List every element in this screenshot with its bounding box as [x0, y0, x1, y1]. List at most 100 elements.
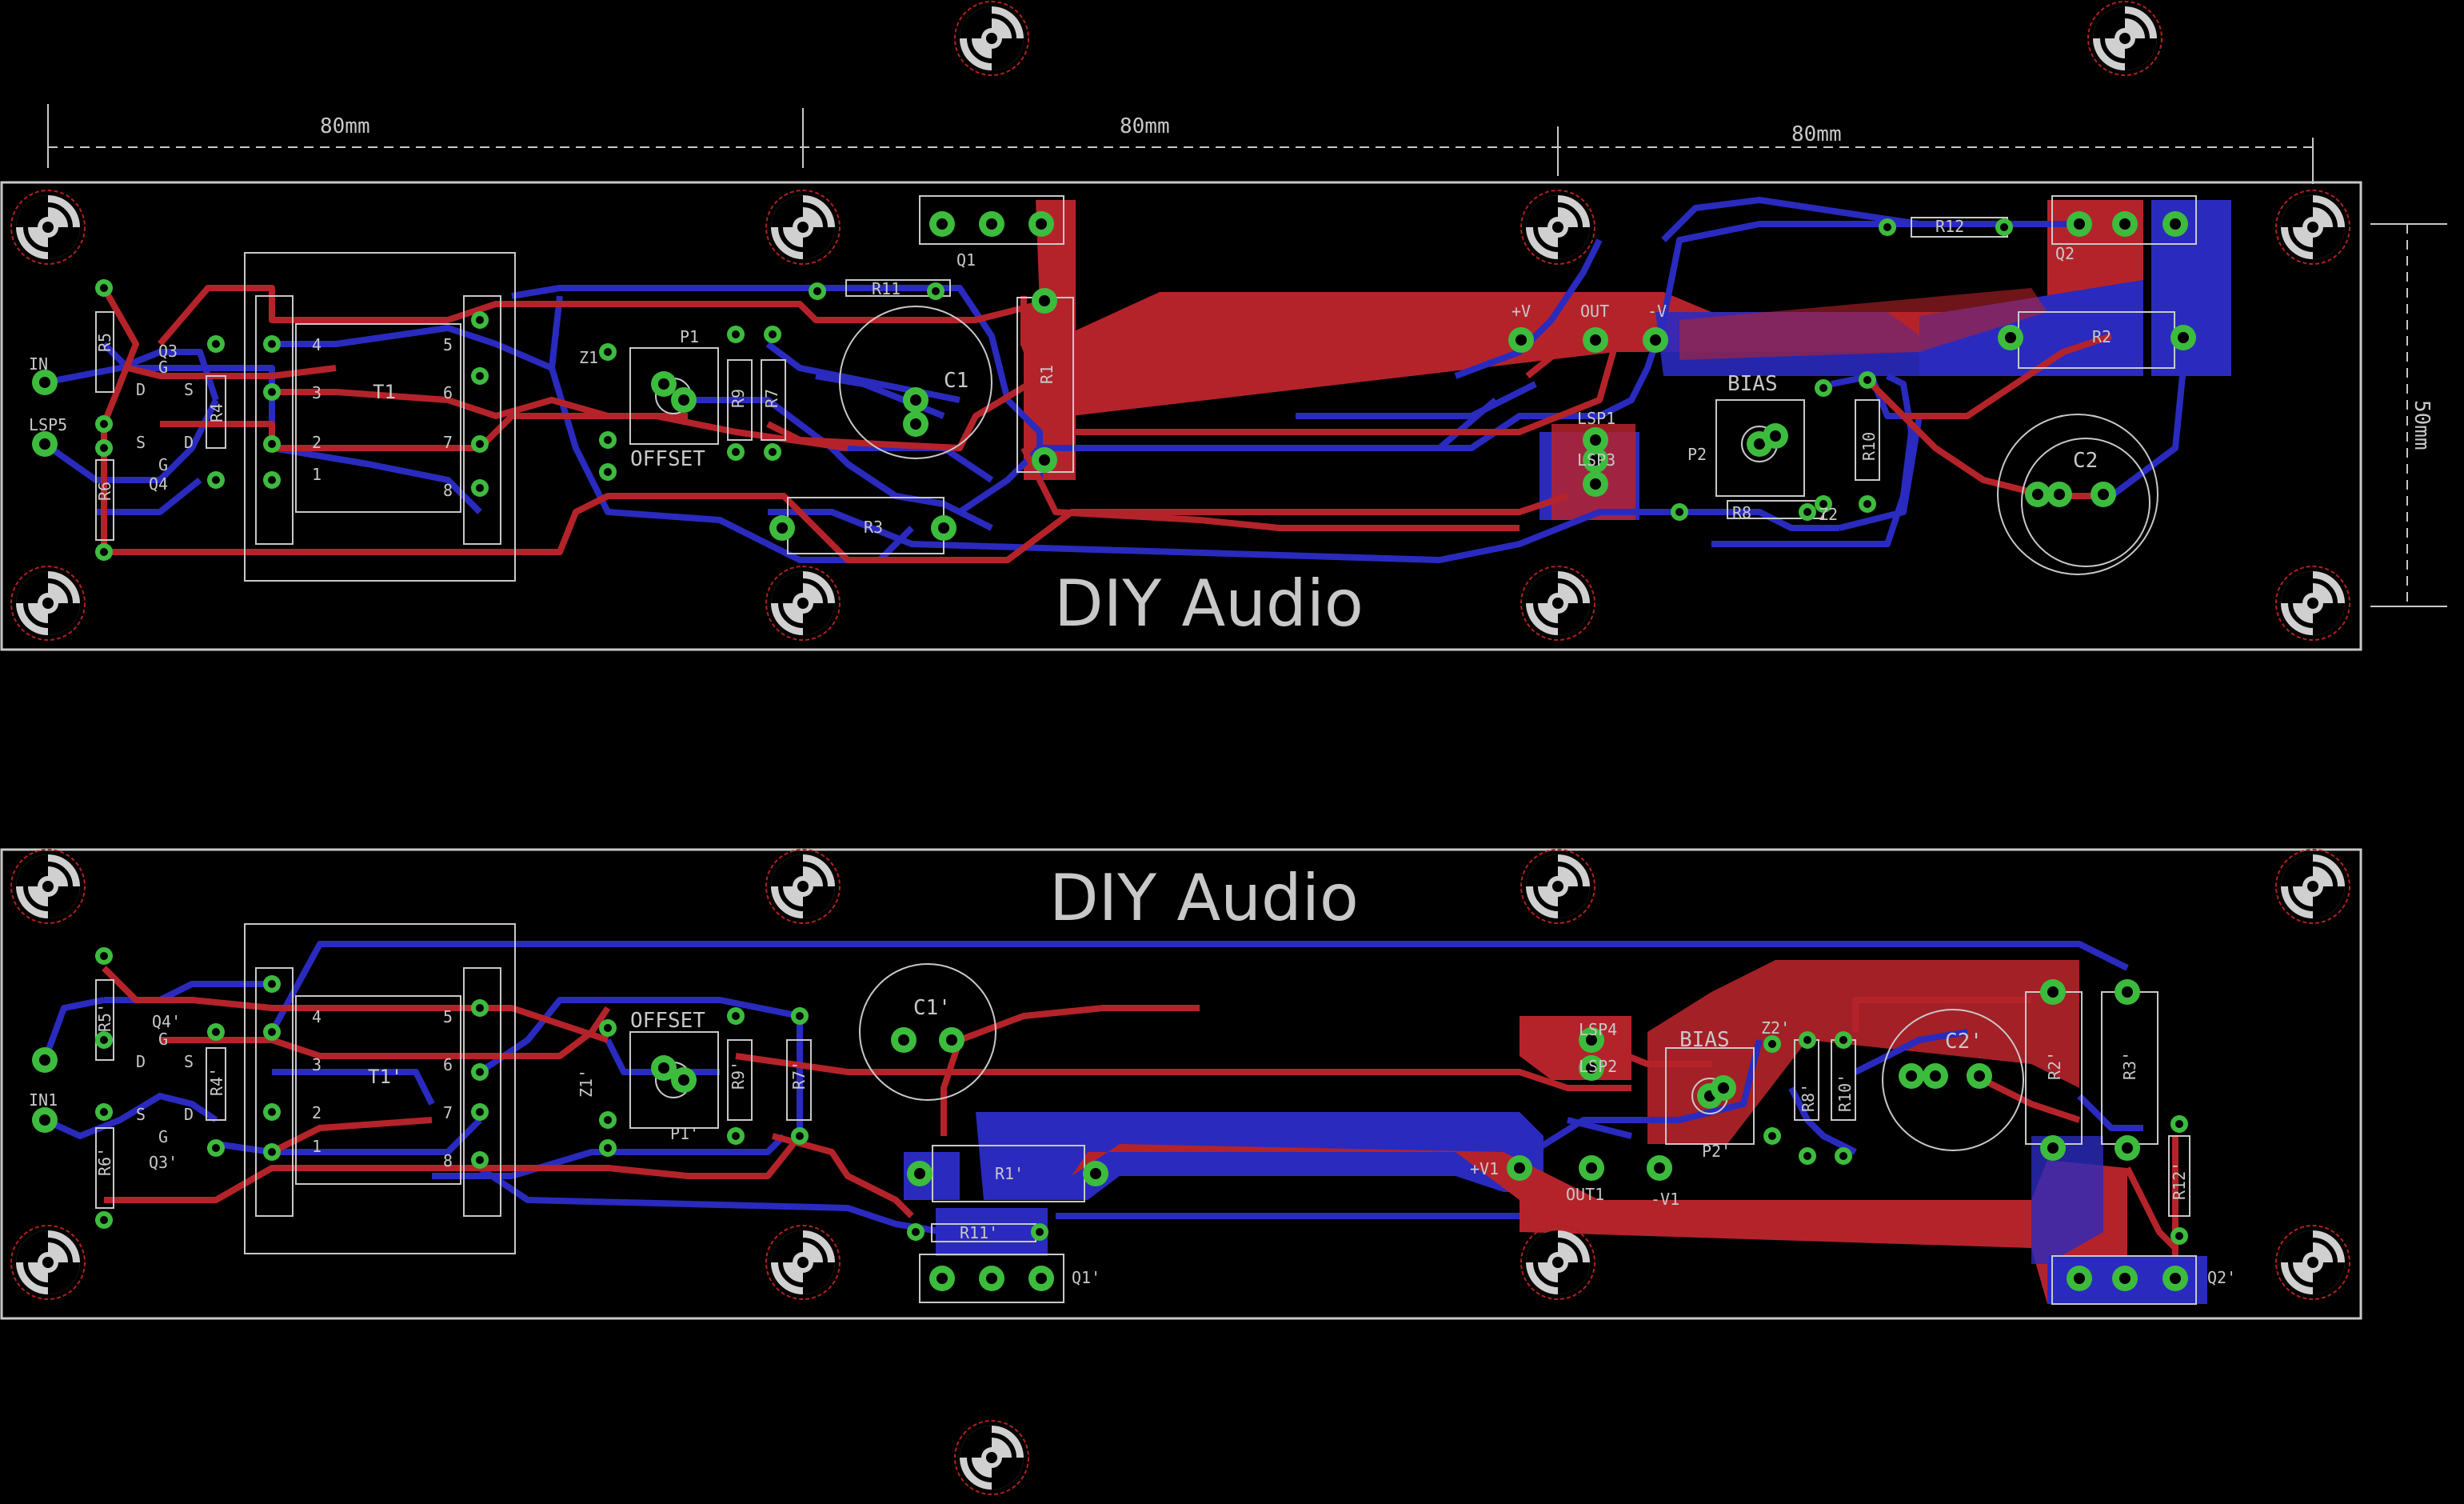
brand-bottom: DIY Audio	[1049, 861, 1359, 935]
label-r7: R7	[762, 389, 781, 408]
mounting-hole	[1521, 566, 1595, 640]
bottom-copper-pours	[904, 960, 2207, 1304]
label-offset: OFFSET	[630, 1009, 705, 1033]
label-bias: BIAS	[1679, 1028, 1730, 1052]
label-pin4: 4	[312, 1007, 321, 1026]
label-s: S	[184, 1052, 194, 1071]
label-z1p: Z1'	[577, 1069, 596, 1098]
label-r10: R10	[1859, 432, 1879, 461]
label-bias: BIAS	[1727, 372, 1778, 396]
label-pin3: 3	[312, 1055, 321, 1074]
label-pin2: 2	[312, 1103, 321, 1122]
bottom-board: IN1 R5' R6' Q4' Q3' G D S S D G R4' T1' …	[0, 850, 2362, 1320]
mounting-hole	[1521, 190, 1595, 264]
label-r6p: R6'	[95, 1147, 114, 1176]
label-g2: G	[158, 1127, 168, 1146]
label-p1: P1	[680, 327, 699, 346]
mounting-hole	[1521, 850, 1595, 923]
label-vplus: +V	[1512, 302, 1531, 321]
label-pin8: 8	[443, 1151, 453, 1170]
label-c1: C1	[944, 369, 968, 393]
label-z2p: Z2'	[1761, 1018, 1790, 1038]
label-r4p: R4'	[207, 1067, 226, 1096]
mounting-hole	[1521, 1226, 1595, 1299]
label-pin7: 7	[443, 433, 453, 452]
mounting-hole	[2276, 850, 2350, 923]
label-r11p: R11'	[960, 1223, 998, 1242]
mounting-hole	[11, 566, 85, 640]
label-r12p: R12'	[2170, 1162, 2189, 1200]
label-d: D	[136, 380, 146, 399]
label-r9p: R9'	[729, 1061, 748, 1090]
label-s2: S	[136, 433, 146, 452]
top-board: IN LSP5 R5 R6 Q3 Q4 G D S S D G R4 T1 4 …	[0, 181, 2362, 651]
label-r4: R4	[207, 403, 226, 422]
label-r3: R3	[864, 518, 883, 537]
mounting-hole	[766, 850, 840, 923]
label-c2p: C2'	[1945, 1030, 1983, 1054]
label-vminus: -V	[1647, 302, 1667, 321]
bottom-traces-blue	[42, 941, 2143, 1235]
label-r2p: R2'	[2045, 1051, 2064, 1080]
top-traces-blue	[42, 197, 2186, 563]
label-r8p: R8'	[1799, 1083, 1818, 1112]
label-q1p: Q1'	[1072, 1268, 1100, 1287]
label-d: D	[136, 1052, 146, 1071]
label-q3p: Q3'	[149, 1153, 178, 1172]
label-pin7: 7	[443, 1103, 453, 1122]
dimension-lines	[47, 104, 2447, 607]
dim-label-mid: 80mm	[1120, 114, 1170, 138]
mounting-hole	[766, 1226, 840, 1299]
label-out: OUT	[1580, 302, 1609, 321]
label-r3p: R3'	[2120, 1051, 2139, 1080]
label-vminus1: -V1	[1651, 1190, 1679, 1209]
label-lsp1: LSP1	[1577, 409, 1615, 428]
label-g: G	[158, 1030, 168, 1049]
dim-label-left: 80mm	[320, 114, 370, 138]
top-copper-pours	[1024, 200, 2231, 520]
mounting-hole	[11, 850, 85, 923]
label-r9: R9	[729, 389, 748, 408]
label-q4p: Q4'	[152, 1012, 181, 1031]
mounting-hole	[955, 2, 1028, 75]
label-z1: Z1	[579, 348, 598, 367]
dim-label-side: 50mm	[2410, 400, 2434, 450]
mounting-hole	[766, 190, 840, 264]
top-labels: IN LSP5 R5 R6 Q3 Q4 G D S S D G R4 T1 4 …	[29, 217, 2111, 641]
label-p2p: P2'	[1702, 1142, 1731, 1161]
label-t1p: T1'	[368, 1066, 402, 1088]
label-q2: Q2	[2055, 244, 2075, 263]
label-pin4: 4	[312, 335, 321, 354]
label-lsp3: LSP3	[1577, 450, 1615, 470]
label-lsp4: LSP4	[1579, 1020, 1617, 1039]
mounting-hole	[766, 566, 840, 640]
label-pin6: 6	[443, 383, 453, 402]
label-r1: R1	[1037, 365, 1056, 384]
label-pin1: 1	[312, 465, 321, 484]
label-c2: C2	[2073, 449, 2098, 473]
label-vplus1: +V1	[1470, 1159, 1499, 1178]
label-pin5: 5	[443, 1007, 453, 1026]
label-r6: R6	[95, 482, 114, 501]
label-r12: R12	[1935, 217, 1964, 236]
label-r5p: R5'	[95, 1003, 114, 1032]
dim-label-right: 80mm	[1791, 122, 1842, 146]
label-q3: Q3	[158, 342, 178, 361]
label-s2: S	[136, 1105, 146, 1124]
mounting-hole	[2276, 566, 2350, 640]
label-r11: R11	[872, 279, 901, 298]
label-z2: Z2	[1819, 505, 1838, 524]
label-r7p: R7'	[789, 1061, 809, 1090]
mounting-hole	[2276, 190, 2350, 264]
label-pin5: 5	[443, 335, 453, 354]
label-pin6: 6	[443, 1055, 453, 1074]
label-offset: OFFSET	[630, 447, 705, 471]
label-pin2: 2	[312, 433, 321, 452]
mounting-hole	[11, 190, 85, 264]
label-q1: Q1	[956, 250, 976, 270]
label-r5: R5	[95, 333, 114, 352]
label-pin8: 8	[443, 481, 453, 500]
label-d2: D	[184, 433, 194, 452]
label-in: IN	[29, 354, 48, 374]
label-q4: Q4	[149, 474, 168, 494]
